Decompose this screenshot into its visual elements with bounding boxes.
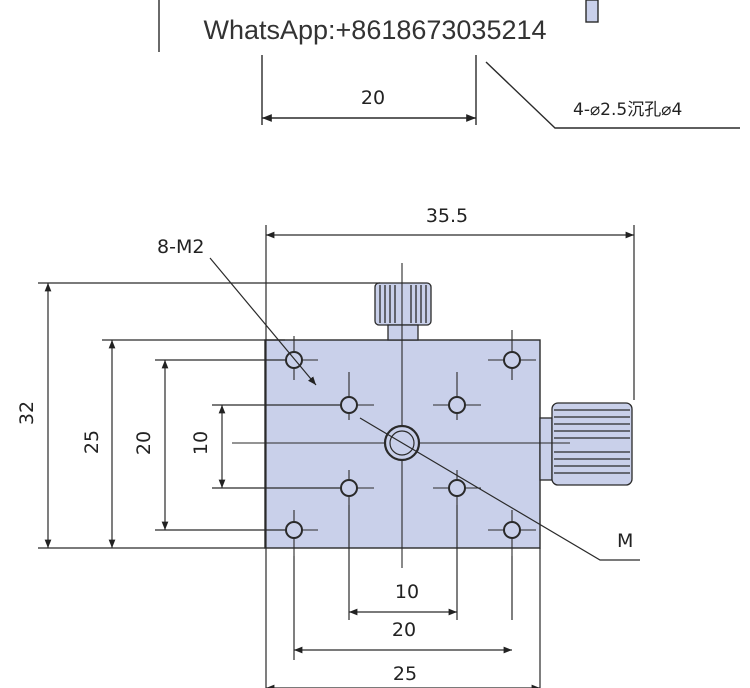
top-view xyxy=(158,0,740,129)
height-20-label: 20 xyxy=(133,431,155,455)
bottom-25-label: 25 xyxy=(393,663,417,685)
whatsapp-watermark: WhatsApp:+8618673035214 xyxy=(175,5,575,55)
m2-hole xyxy=(448,396,466,414)
center-thread-hole-inner xyxy=(389,430,415,456)
top-edge-knob xyxy=(585,0,599,23)
m2-hole xyxy=(285,521,303,539)
m2-leader xyxy=(209,257,317,386)
m2-hole xyxy=(340,479,358,497)
center-callout-label: M xyxy=(617,530,633,552)
center-leader xyxy=(359,417,640,561)
top-width-label: 20 xyxy=(361,87,385,109)
bottom-10-label: 10 xyxy=(395,581,419,603)
whatsapp-text: WhatsApp:+8618673035214 xyxy=(203,14,547,45)
m2-hole xyxy=(448,479,466,497)
height-10-label: 10 xyxy=(190,431,212,455)
m2-hole xyxy=(503,521,521,539)
height-32-label: 32 xyxy=(16,401,38,425)
bottom-20-label: 20 xyxy=(392,619,416,641)
front-view: 35.5 8-M2 M 32 25 20 10 10 20 25 xyxy=(16,205,640,688)
hole-note-label: 4-⌀2.5沉孔⌀4 xyxy=(573,100,682,120)
thread-callout-label: 8-M2 xyxy=(157,236,204,258)
hole-note-leader xyxy=(485,61,740,129)
overall-width-label: 35.5 xyxy=(426,205,468,227)
m2-hole xyxy=(503,351,521,369)
top-adjuster-knob xyxy=(374,282,432,341)
m2-hole xyxy=(340,396,358,414)
height-25-label: 25 xyxy=(81,430,103,454)
right-adjuster-knob xyxy=(539,402,633,486)
